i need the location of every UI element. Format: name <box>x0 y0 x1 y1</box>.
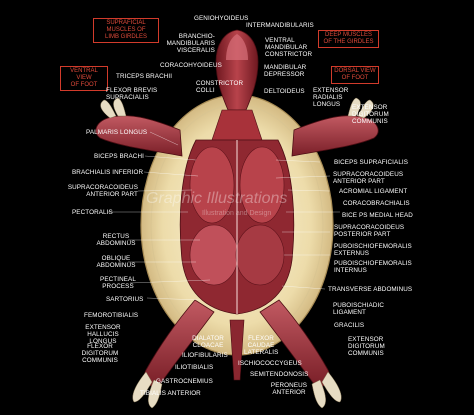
label-coracohyoideus: CORACOHYOIDEUS <box>160 62 222 69</box>
label-semitendonosis: SEMITENDONOSIS <box>250 371 309 378</box>
label-rectus-abdominus: RECTUS ABDOMINUS <box>96 233 136 248</box>
label-supracoracoideus-posterior: SUPRACORACOIDEUS POSTERIOR PART <box>334 224 405 239</box>
label-biceps-supraficialis: BICEPS SUPRAFICIALIS <box>334 159 409 166</box>
label-extensor-digitorum-bottom: EXTENSOR DIGITORUM COMMUNIS <box>348 336 385 358</box>
label-geniohyoideus: GENIOHYOIDEUS <box>194 15 249 22</box>
label-supracoracoideus-anterior: SUPRACORACOIDEUS ANTERIOR PART <box>67 184 138 199</box>
ventral-foot-box: VENTRAL VIEW OF FOOT <box>60 66 108 91</box>
label-triceps-brachii: TRICEPS BRACHII <box>116 73 173 80</box>
label-sartorius: SARTORIUS <box>106 296 144 303</box>
label-pectoralis: PECTORALIS <box>72 209 113 216</box>
label-peroneus-anterior: PERONEUS ANTERIOR <box>270 382 308 397</box>
label-puboischiadic-ligament: PUBOISCHIADIC LIGAMENT <box>333 302 384 317</box>
deep-muscles-box: DEEP MUSCLES OF THE GIRDLES <box>318 30 379 48</box>
label-mandibular-depressor: MANDIBULAR DEPRESSOR <box>264 64 307 79</box>
label-gracilis: GRACILIS <box>334 322 365 329</box>
label-constrictor-colli: CONSTRICTOR COLLI <box>196 80 244 95</box>
label-biceps-brachi: BICEPS BRACHI <box>94 153 144 160</box>
label-extensor-digitorum-top: EXTENSOR DIGITORUM COMMUNIS <box>352 104 389 126</box>
front-left-limb <box>95 97 183 157</box>
label-flexor-caudae: FLEXOR CAUDAE LATERALIS <box>244 335 279 357</box>
label-extensor-radialis: EXTENSOR RADIALIS LONGUS <box>313 87 349 109</box>
label-ischiococcygeus: ISCHIOCOCCYGEUS <box>238 360 302 367</box>
label-transverse-abdominus: TRANSVERSE ABDOMINUS <box>328 286 413 293</box>
label-puboischiofemoralis-internus: PUBOISCHIOFEMORALIS INTERNUS <box>334 260 412 275</box>
label-puboischiofemoralis-externus: PUBOISCHIOFEMORALIS EXTERNUS <box>334 243 412 258</box>
label-ventral-mandibular: VENTRAL MANDIBULAR CONSTRICTOR <box>265 37 313 59</box>
label-acromial-ligament: ACROMIAL LIGAMENT <box>339 188 408 195</box>
superficial-muscles-box: SUPRAFICIAL MUSCLES OF LIMB GIRDLES <box>93 18 159 43</box>
label-branchio-mandibularis: BRANCHIO- MANDIBULARIS VISCERALIS <box>166 33 215 55</box>
label-brachialis-inferior: BRACHIALIS INFERIOR <box>72 169 144 176</box>
label-femorotibialis: FEMOROTIBIALIS <box>84 312 139 319</box>
label-palmaris-longus: PALMARIS LONGUS <box>86 129 148 136</box>
label-biceps-medial-head: BICE PS MEDIAL HEAD <box>342 212 413 219</box>
watermark-subtext: Illustration and Design <box>202 210 272 217</box>
label-supracoracoideus-anterior-right: SUPRACORACOIDEUS ANTERIOR PART <box>333 171 404 186</box>
dorsal-foot-box: DORSAL VIEW OF FOOT <box>331 66 379 84</box>
label-iliofibularis: ILIOFIBULARIS <box>182 352 228 359</box>
watermark-text: Graphic Illustrations <box>146 190 288 207</box>
label-extensor-hallucis: EXTENSOR HALLUCIS LONGUS <box>85 324 121 346</box>
tail <box>229 319 245 381</box>
head-neck <box>211 29 263 141</box>
label-dialator-cloacae: DIALATOR CLOACAE <box>192 335 224 350</box>
hind-left-limb <box>132 299 215 409</box>
label-oblique-abdominus: OBLIQUE ABDOMINUS <box>96 255 136 270</box>
label-flexor-digitorum: FLEXOR DIGITORUM COMMUNIS <box>81 343 119 365</box>
label-gastrocnemius: GASTROCNEMIUS <box>156 378 213 385</box>
torso-muscles <box>179 139 295 315</box>
label-pectineal-process: PECTINEAL PROCESS <box>100 276 136 291</box>
label-intermandibularis: INTERMANDIBULARIS <box>246 22 314 29</box>
hind-right-limb <box>259 299 342 409</box>
label-coracobrachialis: CORACOBRACHIALIS <box>343 200 410 207</box>
label-flexor-brevis: FLEXOR BREVIS SUPRACIALIS <box>106 87 158 102</box>
leader-lines <box>108 131 340 301</box>
label-iliotibialis: ILIOTIBIALIS <box>175 364 214 371</box>
label-tibialis-anterior: TIBIALIS ANTERIOR <box>140 390 201 397</box>
front-right-limb <box>291 97 379 157</box>
label-deltoideus: DELTOIDEUS <box>264 88 305 95</box>
